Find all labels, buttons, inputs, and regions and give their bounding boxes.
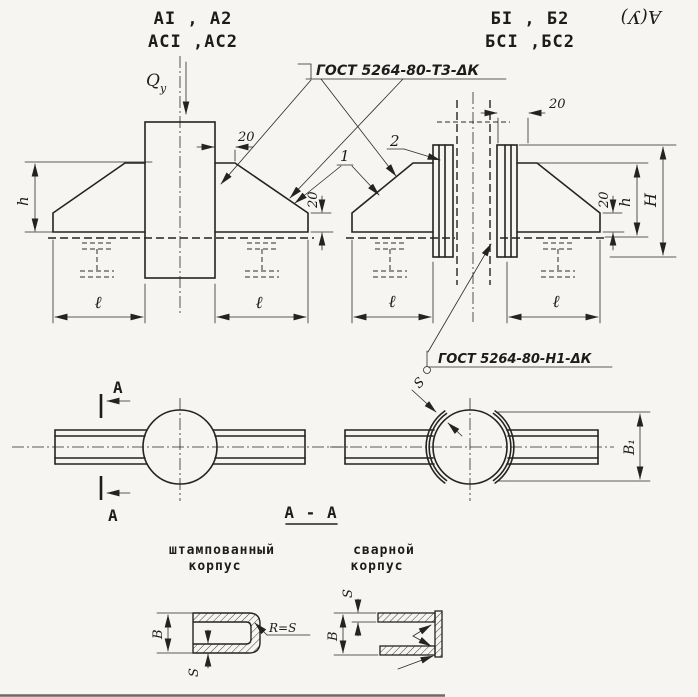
saddle-arc-right-inner — [492, 412, 512, 482]
variants-left-line1: АI , А2 — [154, 9, 233, 29]
section-title: А - А — [284, 503, 337, 522]
cut-label-bottom: А — [108, 506, 119, 525]
weld-note-bottom-text: ГОСТ 5264-80-Н1-ΔК — [438, 352, 593, 367]
saddle-plate-left — [432, 144, 454, 258]
saddle-arc-right-outer — [494, 410, 515, 484]
gusset-right — [214, 162, 309, 233]
dim-l-2: ℓ — [255, 293, 262, 313]
front-view-b: 1 2 20 20 h H ℓ ℓ — [294, 92, 677, 324]
item-1-label: 1 — [340, 147, 350, 165]
cut-label-top: А — [113, 378, 124, 397]
welded-body-label-2: корпус — [351, 559, 404, 574]
gusset-b-right — [516, 162, 601, 233]
stamped-channel-section — [192, 612, 261, 654]
dim-b-welded: В — [326, 631, 341, 642]
variants-left-line2: АСI ,АС2 — [148, 32, 238, 52]
load-subscript: у — [159, 82, 167, 95]
column-section-circle — [142, 409, 218, 485]
load-symbol: Q — [146, 71, 160, 91]
saddle-arc-left-outer — [425, 410, 446, 484]
dim-20-tip-right: 20 — [597, 191, 612, 209]
dim-h-left: h — [14, 196, 32, 206]
saddle-arc-left-inner — [428, 412, 448, 482]
weld-note-top: ГОСТ 5264-80-Т3-ΔК — [220, 63, 507, 199]
dim-b1: В₁ — [622, 439, 638, 456]
dim-l-3: ℓ — [388, 292, 395, 312]
weld-note-top-text: ГОСТ 5264-80-Т3-ΔК — [316, 63, 480, 79]
welded-bottom-plate — [379, 645, 436, 656]
gusset-b-left — [351, 162, 434, 233]
weld-flag-icon — [297, 63, 312, 80]
plan-view-left: А А — [12, 378, 348, 525]
stamped-body-label-2: корпус — [189, 559, 242, 574]
variants-right-line2: БСI ,БС2 — [485, 32, 575, 52]
item-2-label: 2 — [389, 132, 400, 150]
section-a-a: А - А штампованный корпус сварной корпус… — [151, 503, 443, 677]
dim-H: H — [641, 192, 660, 208]
dim-l-1: ℓ — [94, 293, 101, 313]
welded-top-plate — [377, 612, 436, 623]
variants-right-line1: БI , Б2 — [491, 9, 570, 29]
load-arrow: Q у — [146, 61, 190, 115]
dim-20-stub: 20 — [237, 130, 255, 145]
column-section-circle-2 — [432, 409, 508, 485]
welded-end-plate — [434, 610, 443, 658]
variant-labels: АI , А2 АСI ,АС2 БI , Б2 БСI ,БС2 А(У) — [148, 6, 663, 52]
dim-s-welded: S — [341, 589, 356, 598]
dim-s-stamped: S — [187, 668, 202, 677]
weld-all-around-icon — [423, 366, 431, 374]
dim-l-4: ℓ — [552, 292, 559, 312]
welded-body-label-1: сварной — [353, 543, 415, 558]
dim-h-right: h — [616, 197, 634, 207]
weld-note-bottom: ГОСТ 5264-80-Н1-ΔК — [423, 243, 613, 374]
column — [144, 121, 216, 279]
dim-20-tip-left: 20 — [306, 191, 321, 209]
saddle-plate-right — [496, 144, 518, 258]
rotated-view-mark: А(У) — [621, 6, 664, 27]
front-view-a: h 20 20 ℓ ℓ — [14, 56, 334, 324]
dim-20-top: 20 — [548, 97, 566, 112]
stamped-body-label-1: штампованный — [169, 543, 275, 558]
gusset-left — [52, 162, 146, 233]
dim-b-stamped: В — [151, 629, 166, 640]
dim-rs: R=S — [268, 621, 296, 635]
